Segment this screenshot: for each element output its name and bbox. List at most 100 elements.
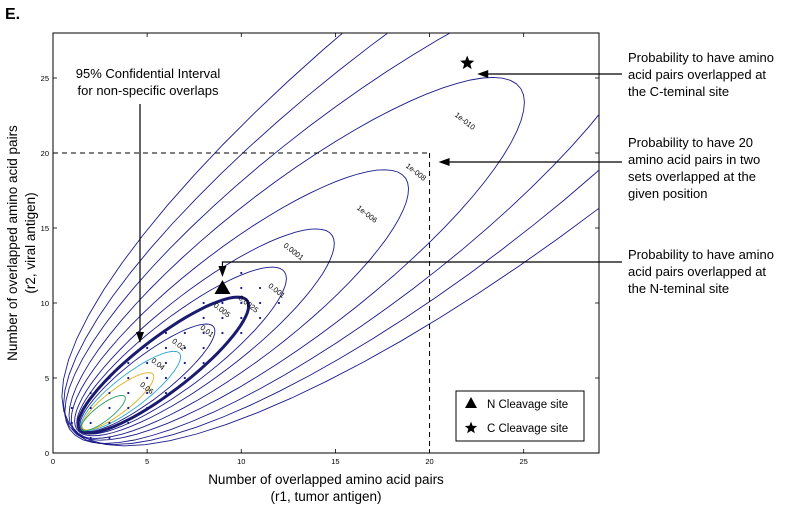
annotation-c-site-line: Probability to have amino <box>628 50 774 65</box>
grid-point <box>259 301 262 305</box>
y-tick-label: 15 <box>41 224 49 233</box>
grid-point <box>221 346 224 350</box>
grid-point <box>89 391 92 395</box>
contour-label: 1e-006 <box>355 203 379 224</box>
y-tick-label: 0 <box>45 449 49 458</box>
grid-point <box>202 316 205 320</box>
legend-star-icon <box>464 421 478 434</box>
grid-point <box>164 376 168 380</box>
grid-point <box>108 376 111 380</box>
grid-point <box>221 301 224 305</box>
annotation-n-site-line: Probability to have amino <box>628 247 774 262</box>
grid-point <box>202 331 205 335</box>
annotation-arrows <box>136 70 622 343</box>
grid-point <box>108 421 111 425</box>
n-site-arrowhead <box>218 266 227 277</box>
annotation-n-site: Probability to have amino acid pairs ove… <box>628 247 774 296</box>
annotation-c-site-line: the C-teminal site <box>628 84 729 99</box>
grid-point <box>183 331 186 335</box>
grid-point <box>259 316 262 320</box>
annotation-n-site-line: the N-teminal site <box>628 281 729 296</box>
y-tick-label: 5 <box>45 374 49 383</box>
x-tick-label: 0 <box>51 457 55 466</box>
grid-point <box>164 361 168 365</box>
contour-line <box>63 33 599 446</box>
grid-point <box>240 271 243 275</box>
grid-point <box>202 361 205 365</box>
contour-label: 0.001 <box>267 281 287 300</box>
contour-lines <box>61 33 599 447</box>
reference-guides <box>53 152 431 453</box>
annotation-twenty-line: Probability to have 20 <box>628 135 753 150</box>
grid-point <box>127 391 130 395</box>
contour-line <box>74 228 335 437</box>
contour-line <box>79 323 216 432</box>
legend-entry-n: N Cleavage site <box>487 399 568 411</box>
grid-points <box>70 271 281 440</box>
grid-point <box>259 286 262 290</box>
y-tick-label: 20 <box>41 149 49 158</box>
contour-label: 0.01 <box>199 323 216 339</box>
grid-point <box>240 331 243 335</box>
grid-point <box>108 436 111 440</box>
x-axis-label-line1: Number of overlapped amino acid pairs <box>208 472 444 487</box>
x-tick-label: 5 <box>145 457 149 466</box>
x-tick-label: 20 <box>425 457 433 466</box>
grid-point <box>202 346 205 350</box>
grid-point <box>146 406 149 410</box>
contour-line <box>80 394 126 432</box>
grid-point <box>164 391 168 395</box>
contour-label: 0.04 <box>150 356 167 372</box>
legend: N Cleavage site C Cleavage site <box>455 390 585 442</box>
grid-point <box>183 361 186 365</box>
grid-point <box>221 331 224 335</box>
grid-point <box>240 286 243 290</box>
x-tick-label: 25 <box>520 457 528 466</box>
contour-line <box>64 33 599 444</box>
n-site-arrow-line <box>221 261 622 266</box>
contour-line <box>68 76 525 441</box>
contour-line <box>76 295 251 435</box>
grid-point <box>183 346 186 350</box>
grid-point <box>127 361 130 365</box>
contour-label: 0.005 <box>212 301 232 320</box>
y-axis-label-line1: Number of overlapped amino acid pairs <box>5 125 20 361</box>
grid-point <box>146 376 149 380</box>
twenty-arrowhead <box>438 158 450 166</box>
grid-point <box>183 376 186 380</box>
c-cleavage-star-icon <box>460 55 475 70</box>
grid-point <box>127 406 130 410</box>
contour-line <box>61 33 599 447</box>
contour-label: 1e-010 <box>453 110 477 131</box>
plot-frame <box>52 32 600 454</box>
y-tick-label: 10 <box>41 299 49 308</box>
annotation-twenty-line: sets overlapped at the <box>628 169 756 184</box>
y-tick-label: 25 <box>41 74 49 83</box>
annotation-n-site-line: acid pairs overlapped at <box>628 264 766 279</box>
grid-point <box>127 421 130 425</box>
contour-label: 1e-008 <box>404 161 428 182</box>
x-tick-label: 15 <box>331 457 339 466</box>
legend-entry-c: C Cleavage site <box>487 423 568 435</box>
grid-point <box>277 301 281 305</box>
grid-point <box>221 316 224 320</box>
grid-point <box>89 421 92 425</box>
annotation-ci: 95% Confidential Interval for non-specif… <box>76 66 221 98</box>
annotation-twenty-line: amino acid pairs in two <box>628 152 760 167</box>
grid-point <box>70 406 73 410</box>
annotation-twenty: Probability to have 20 amino acid pairs … <box>628 135 760 201</box>
grid-point <box>127 376 130 380</box>
grid-point <box>89 406 92 410</box>
annotation-ci-line: 95% Confidential Interval <box>76 66 221 81</box>
grid-point <box>240 316 243 320</box>
grid-point <box>164 346 168 350</box>
contour-line <box>70 169 409 439</box>
grid-point <box>146 361 149 365</box>
legend-triangle-icon <box>465 397 477 408</box>
grid-point <box>164 331 168 335</box>
y-axis-label-line2: (r2, viral antigen) <box>23 192 38 293</box>
panel-label: E. <box>5 6 20 23</box>
cleavage-markers <box>214 55 475 294</box>
